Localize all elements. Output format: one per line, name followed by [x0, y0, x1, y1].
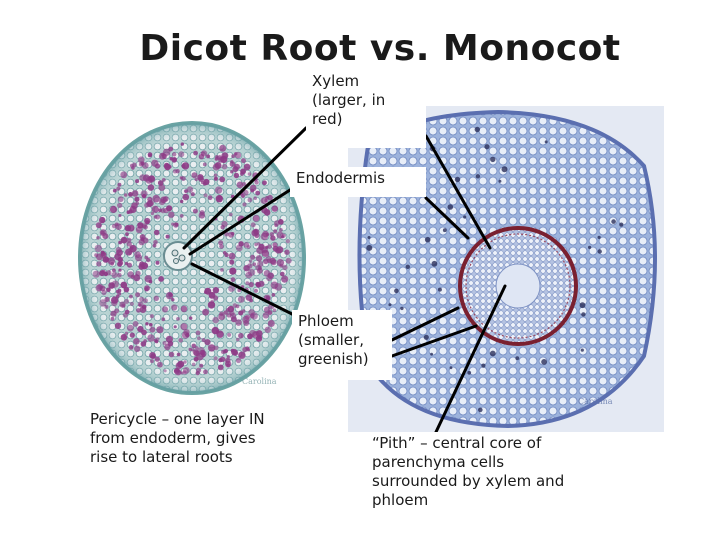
pith-label-line: surrounded by xylem and — [372, 472, 565, 490]
pith-label-line: phloem — [372, 491, 429, 509]
xylem-label: Xylem (larger, in red) — [306, 70, 426, 148]
monocot-dark-cells — [366, 126, 624, 413]
xylem-pointer-dicot — [182, 126, 308, 250]
endodermis-pointer-monocot — [424, 196, 470, 240]
pith-label-line: “Pith” – central core of — [372, 434, 542, 452]
phloem-label-line: (smaller, — [298, 331, 364, 349]
pericycle-label-line: from endoderm, gives — [90, 429, 256, 447]
phloem-label-line: Phloem — [298, 312, 354, 330]
monocot-root-micrograph: Carolina — [348, 106, 664, 432]
xylem-pointer-monocot — [424, 134, 492, 250]
svg-text:Carolina: Carolina — [242, 377, 277, 386]
slide-title: Dicot Root vs. Monocot — [139, 28, 621, 69]
endodermis-label-line: Endodermis — [296, 169, 385, 187]
xylem-label-line: Xylem — [312, 72, 360, 90]
pericycle-label: Pericycle – one layer IN from endoderm, … — [84, 408, 317, 486]
phloem-label-line: greenish) — [298, 350, 369, 368]
pericycle-label-line: Pericycle – one layer IN — [90, 410, 265, 428]
phloem-pointer-monocot-2 — [390, 324, 478, 358]
phloem-label: Phloem (smaller, greenish) — [292, 310, 392, 380]
endodermis-pointer-dicot — [188, 188, 292, 256]
pith-label-line: parenchyma cells — [372, 453, 505, 471]
phloem-pointer-dicot — [190, 262, 302, 320]
svg-text:Carolina: Carolina — [578, 397, 613, 406]
endodermis-label: Endodermis — [290, 167, 426, 197]
pericycle-label-line: rise to lateral roots — [90, 448, 233, 466]
xylem-label-line: red) — [312, 110, 343, 128]
pith-pointer — [434, 284, 507, 434]
pith-label: “Pith” – central core of parenchyma cell… — [366, 432, 618, 526]
phloem-pointer-monocot-1 — [390, 306, 460, 342]
xylem-label-line: (larger, in — [312, 91, 386, 109]
